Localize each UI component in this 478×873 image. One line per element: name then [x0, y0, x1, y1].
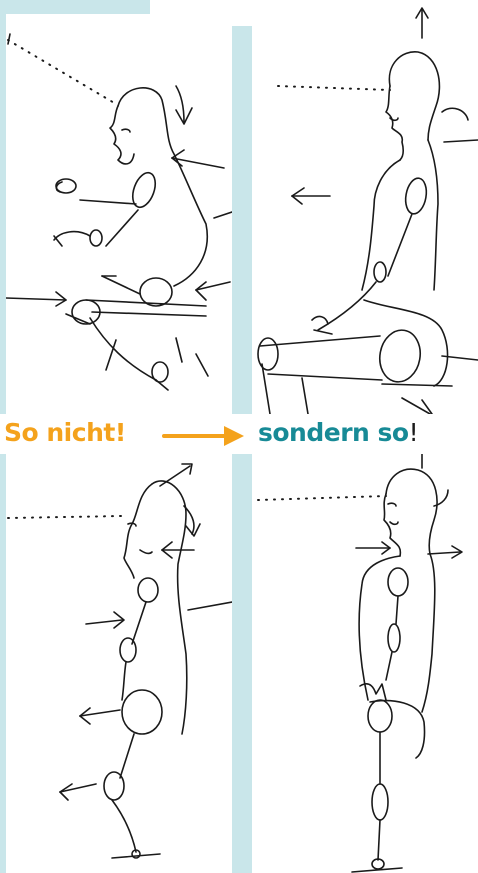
sketch-right-seated-drawing [252, 0, 478, 414]
sketch-wrong-seated-drawing [6, 14, 232, 414]
sketch-wrong-standing [6, 454, 232, 873]
arrow-right-icon [162, 424, 246, 448]
label-right-posture: sondern so! [258, 418, 418, 447]
decorative-band-top [0, 0, 150, 14]
label-right-exclamation: ! [409, 418, 419, 447]
sketch-right-standing-drawing [252, 454, 478, 873]
sketch-wrong-standing-drawing [6, 454, 232, 873]
sketch-right-seated [252, 0, 478, 414]
sketch-wrong-seated [6, 14, 232, 414]
label-wrong-posture: So nicht! [4, 418, 126, 447]
label-right-text: sondern so [258, 418, 409, 447]
sketch-right-standing [252, 454, 478, 873]
